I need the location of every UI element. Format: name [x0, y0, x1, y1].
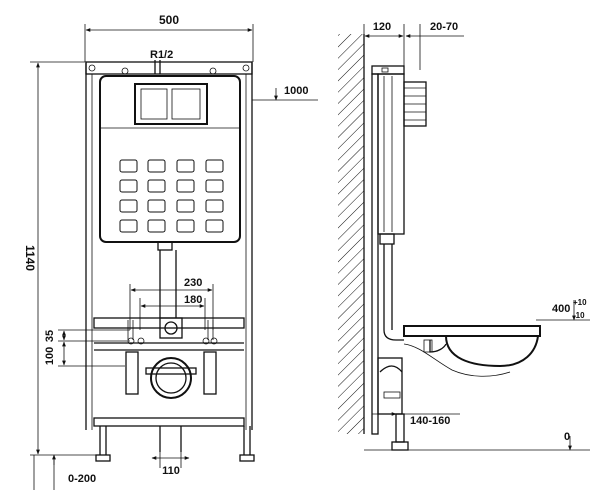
bowl-height-callout: 400 +10 -10: [536, 298, 590, 321]
bowl-tol-plus: +10: [573, 298, 587, 307]
drain-range-label: 140-160: [410, 415, 450, 427]
bowl-height-label: 400: [552, 303, 570, 315]
offset-35-label: 35: [44, 330, 56, 342]
frame-height-callout: 1000: [252, 85, 318, 101]
cistern-vent-grid: [119, 159, 224, 233]
mounting-crossbar: [93, 317, 245, 351]
offset-dimensions: 35 100: [44, 329, 130, 367]
water-inlet: R1/2: [150, 49, 173, 74]
side-tank: [371, 65, 427, 435]
width-dimension: 500: [84, 13, 254, 62]
depth-range-label: 20-70: [430, 21, 458, 33]
width-label: 500: [159, 13, 179, 27]
frame-height-label: 1000: [284, 85, 308, 97]
bowl-tol-minus: -10: [573, 311, 585, 320]
wall-hatch: [338, 34, 364, 434]
side-pan-connection: [377, 329, 409, 451]
offset-100-label: 100: [44, 347, 56, 365]
height-dimension: 1140: [23, 61, 100, 456]
floor-label: 0: [564, 431, 570, 443]
drain-pipe: 110: [151, 426, 190, 477]
depth-dimensions: 120 20-70: [363, 21, 464, 70]
pipe-label: R1/2: [150, 49, 173, 61]
drain-range-dimension: 140-160: [372, 412, 460, 427]
flush-pipe: [157, 241, 177, 318]
height-label: 1140: [23, 245, 37, 271]
spacing-180-label: 180: [184, 294, 202, 306]
floor-level: 0: [364, 431, 590, 451]
front-view: 500 1140: [23, 13, 318, 490]
drain-outlet: [125, 351, 217, 399]
cistern-panel: [99, 75, 241, 243]
spacing-230-label: 230: [184, 277, 202, 289]
frame: [85, 61, 255, 462]
toilet-bowl: [403, 325, 541, 377]
side-view: 120 20-70: [338, 21, 590, 451]
adjust-label: 0-200: [68, 473, 96, 485]
spacing-dimensions: 230 180: [129, 277, 214, 330]
adjust-dimension: 0-200: [33, 454, 96, 490]
drain-width-label: 110: [162, 465, 180, 477]
depth-label: 120: [373, 21, 391, 33]
